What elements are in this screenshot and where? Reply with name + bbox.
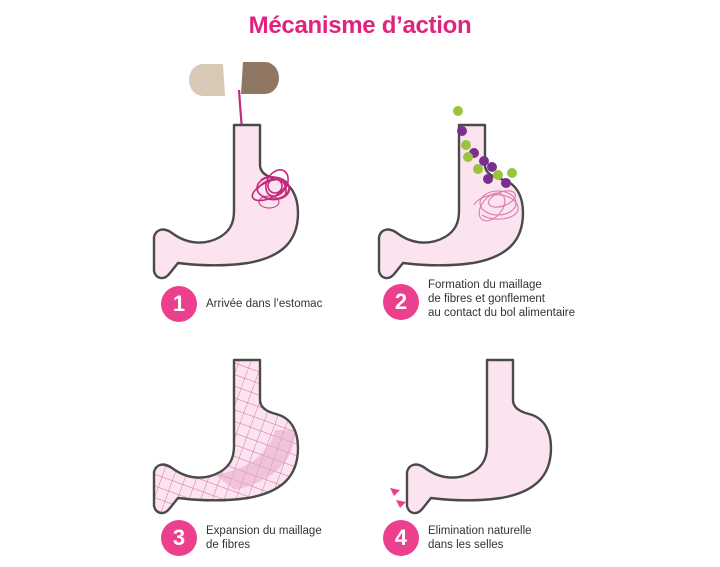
step-caption: Arrivée dans l’estomac [206, 298, 323, 310]
food-granules [453, 106, 517, 188]
elimination-arrows-icon [390, 488, 406, 508]
step-3: 3 Expansion du maillage de fibres [161, 520, 322, 556]
natural-elimination-illustration [390, 358, 553, 515]
page-title: Mécanisme d’action [248, 12, 472, 39]
step-number-badge: 2 [383, 284, 419, 320]
step-1: 1 Arrivée dans l’estomac [161, 286, 322, 322]
step-number-badge: 3 [161, 520, 197, 556]
stomach-icon [405, 358, 553, 515]
fiber-mesh [473, 190, 519, 222]
stomach-icon [152, 123, 300, 280]
step-caption: Formation du maillage de fibres et gonfl… [428, 279, 576, 319]
step-number-badge: 4 [383, 520, 419, 556]
step-number-badge: 1 [161, 286, 197, 322]
step-2: 2 Formation du maillage de fibres et gon… [383, 279, 575, 320]
fiber-mesh-formation-illustration [377, 106, 525, 280]
fiber-expansion-illustration [152, 358, 300, 515]
step-caption: Elimination naturelle dans les selles [428, 525, 532, 551]
capsule-icon [189, 62, 279, 96]
stomach-arrival-illustration [152, 62, 300, 280]
stomach-icon [377, 123, 525, 280]
step-caption: Expansion du maillage de fibres [206, 525, 322, 551]
fiber-ball [251, 169, 291, 209]
step-4: 4 Elimination naturelle dans les selles [383, 520, 532, 556]
